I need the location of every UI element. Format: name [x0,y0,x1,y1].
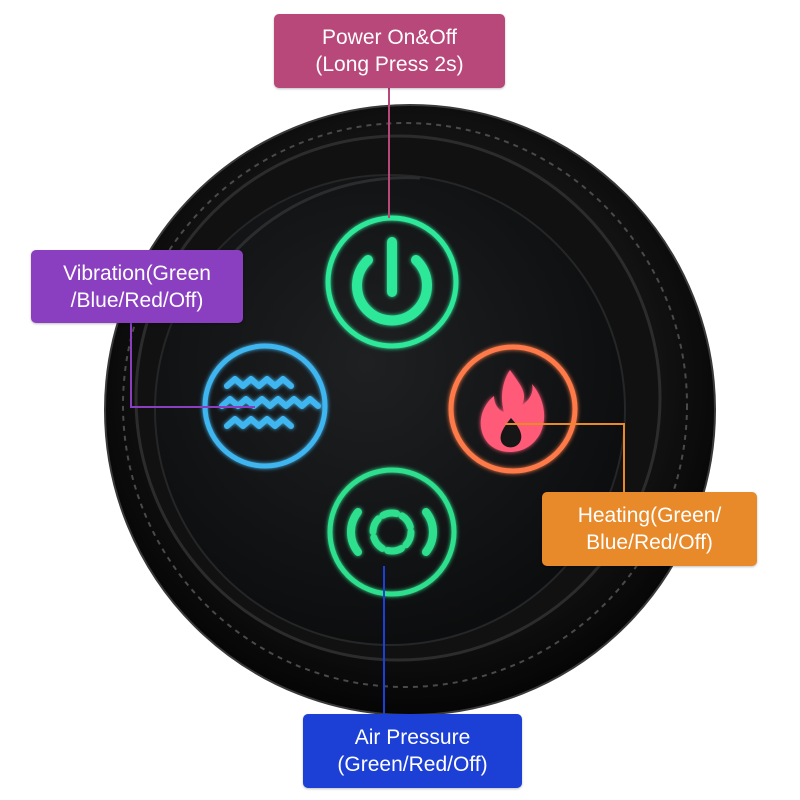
power-button-ring [325,215,459,349]
air-pressure-label-line1: Air Pressure [354,726,471,749]
heating-button-ring [448,344,578,474]
vibration-label: Vibration(Green /Blue/Red/Off) [31,250,243,323]
power-label-line2: (Long Press 2s) [315,53,464,76]
air-pressure-label-line2: (Green/Red/Off) [337,753,488,776]
air-pressure-label: Air Pressure (Green/Red/Off) [303,714,522,788]
power-label: Power On&Off (Long Press 2s) [274,14,505,88]
flame-icon [480,370,545,452]
air-pressure-button[interactable] [327,467,457,597]
heating-label: Heating(Green/ Blue/Red/Off) [542,492,757,566]
heating-label-line1: Heating(Green/ [577,504,722,527]
stitching [122,122,688,688]
power-button[interactable] [325,215,459,349]
vibration-label-line2: /Blue/Red/Off) [70,288,204,312]
heating-label-line2: Blue/Red/Off) [586,531,713,554]
heating-callout-line [505,423,625,492]
power-icon [352,237,432,326]
callout-lines [130,88,625,714]
vibration-callout-line [130,323,255,408]
device-body [104,104,716,716]
power-label-line1: Power On&Off [321,26,457,49]
air-pressure-button-ring [327,467,457,597]
heating-button[interactable] [448,344,578,474]
air-pressure-icon [346,508,438,556]
vibration-label-line1: Vibration(Green [63,261,211,285]
